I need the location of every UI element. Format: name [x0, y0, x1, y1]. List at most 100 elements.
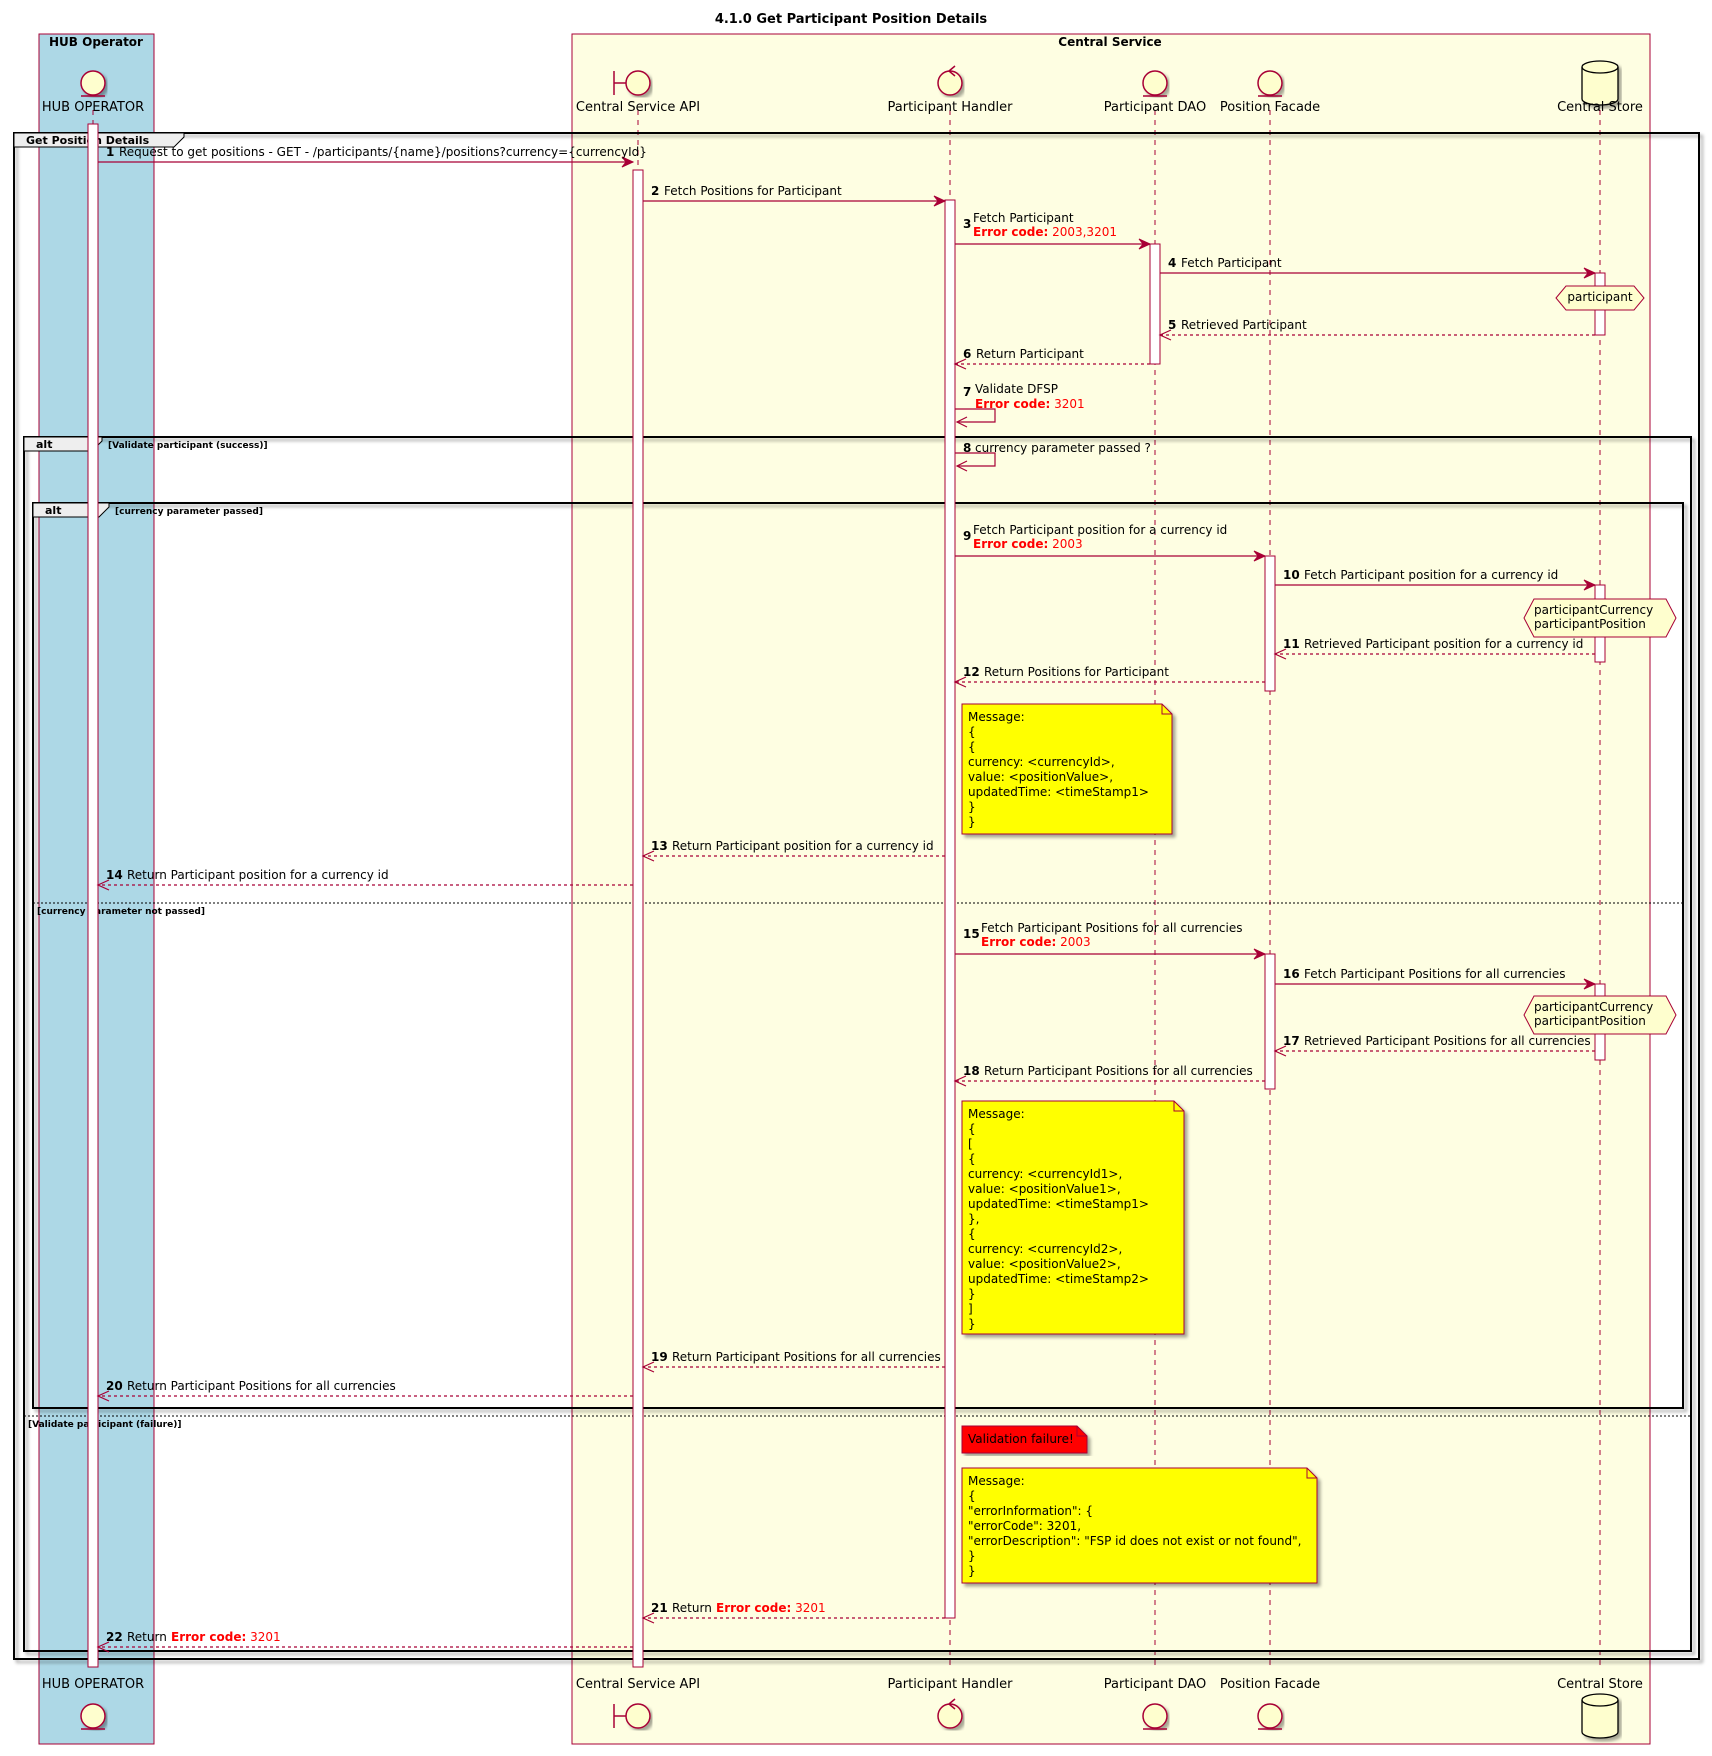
control-icon	[937, 65, 963, 96]
message-number: 12	[963, 665, 980, 679]
note-line: {	[968, 1489, 976, 1503]
arrow-head	[1583, 267, 1597, 279]
message-text: Return Participant position for a curren…	[127, 868, 389, 882]
message-text: currency parameter passed ?	[975, 441, 1151, 455]
message-number: 3	[963, 217, 971, 231]
note-line: Message:	[968, 1474, 1025, 1488]
participant-api-bottom: Central Service API	[576, 1677, 700, 1729]
participant-label: HUB OPERATOR	[42, 1677, 144, 1692]
arrow-head	[1273, 1045, 1287, 1057]
note-line: },	[968, 1212, 979, 1226]
arrow-head	[953, 358, 967, 370]
frame-label: alt	[36, 438, 52, 451]
note-line: }	[968, 800, 976, 814]
message-number: 6	[963, 347, 971, 361]
hexagon-text: participantCurrency	[1534, 1000, 1653, 1014]
entity-icon	[80, 1703, 106, 1730]
message-number: 1	[106, 145, 114, 159]
message-text: Retrieved Participant position for a cur…	[1304, 637, 1583, 651]
note-line: value: <positionValue1>,	[968, 1182, 1121, 1196]
message-number: 18	[963, 1064, 980, 1078]
message-error: Error code: 2003,3201	[973, 225, 1117, 239]
message-text: Fetch Participant position for a currenc…	[973, 523, 1227, 537]
arrow-head	[1583, 579, 1597, 591]
message-error: Error code: 2003	[973, 537, 1083, 551]
message-text: Retrieved Participant	[1181, 318, 1307, 332]
note-line: {	[968, 1122, 976, 1136]
frame-label: alt	[45, 504, 61, 517]
activation-dao	[1149, 243, 1161, 365]
note-line: currency: <currencyId1>,	[968, 1167, 1122, 1181]
frame-else-condition: [Validate participant (failure)]	[28, 1420, 181, 1430]
entity-icon	[1142, 70, 1168, 97]
note-line: {	[968, 1152, 976, 1166]
participant-label: Position Facade	[1220, 1677, 1320, 1692]
message-number: 9	[963, 529, 971, 543]
message-text: Request to get positions - GET - /partic…	[119, 145, 647, 159]
message-text: Fetch Participant	[973, 211, 1074, 225]
note-3: Message:{ "errorInformation": { "errorCo…	[961, 1467, 1318, 1584]
participant-label: Position Facade	[1220, 100, 1320, 115]
note-line: ]	[968, 1302, 973, 1316]
arrow-head	[621, 156, 635, 168]
message-11: 11 Retrieved Participant position for a c…	[1273, 637, 1595, 660]
activation-facade	[1264, 953, 1276, 1090]
message-text: Return Participant Positions for all cur…	[672, 1350, 941, 1364]
box-hub-operator-label: HUB Operator	[49, 35, 143, 49]
participant-hub-top: HUB OPERATOR	[42, 70, 144, 115]
message-text: Fetch Participant	[1181, 256, 1282, 270]
activation-handler	[944, 199, 956, 1619]
arrow-head	[1138, 238, 1152, 250]
message-number: 2	[651, 184, 659, 198]
boundary-icon	[613, 1703, 651, 1729]
participant-store-top: Central Store	[1557, 60, 1643, 115]
control-icon	[937, 1698, 963, 1729]
participant-facade-bottom: Position Facade	[1220, 1677, 1320, 1730]
message-number: 21	[651, 1601, 668, 1615]
participant-label: Participant DAO	[1104, 1677, 1206, 1692]
note-line: }	[968, 1564, 976, 1578]
participant-handler-bottom: Participant Handler	[888, 1677, 1014, 1729]
note-line: Validation failure!	[968, 1432, 1074, 1446]
message-8: 8 currency parameter passed ?	[955, 441, 1151, 472]
message-text: Fetch Participant Positions for all curr…	[1304, 967, 1566, 981]
arrow-head	[1273, 648, 1287, 660]
message-number: 20	[106, 1379, 123, 1393]
participant-store-bottom: Central Store	[1557, 1677, 1643, 1739]
arrow-head	[933, 195, 947, 207]
activation-hub	[87, 123, 99, 1668]
participant-label: Participant DAO	[1104, 100, 1206, 115]
participant-label: Central Store	[1557, 1677, 1643, 1692]
frame-alt-validate-participant: alt[Validate participant (success)][Vali…	[23, 436, 1692, 1652]
note-line: }	[968, 1549, 976, 1563]
message-text: Return Participant Positions for all cur…	[984, 1064, 1253, 1078]
frame-condition: [currency parameter passed]	[115, 507, 263, 517]
entity-icon	[1257, 1703, 1283, 1730]
participant-label: Participant Handler	[888, 1677, 1014, 1692]
participant-hub-bottom: HUB OPERATOR	[42, 1677, 144, 1730]
activation-facade	[1264, 555, 1276, 692]
database-icon	[1581, 60, 1619, 106]
note-line: currency: <currencyId2>,	[968, 1242, 1122, 1256]
boundary-icon	[613, 70, 651, 96]
arrow-head	[1253, 948, 1267, 960]
message-number: 8	[963, 441, 971, 455]
message-number: 11	[1283, 637, 1300, 651]
message-number: 13	[651, 839, 668, 853]
message-text: Return Participant	[976, 347, 1084, 361]
participant-dao-top: Participant DAO	[1104, 70, 1206, 115]
message-6: 6 Return Participant	[953, 347, 1150, 370]
message-1: 1 Request to get positions - GET - /parti…	[98, 145, 647, 168]
entity-icon	[1142, 1703, 1168, 1730]
database-icon	[1581, 1693, 1619, 1739]
participant-api-top: Central Service API	[576, 70, 700, 115]
note-line: }	[968, 1287, 976, 1301]
